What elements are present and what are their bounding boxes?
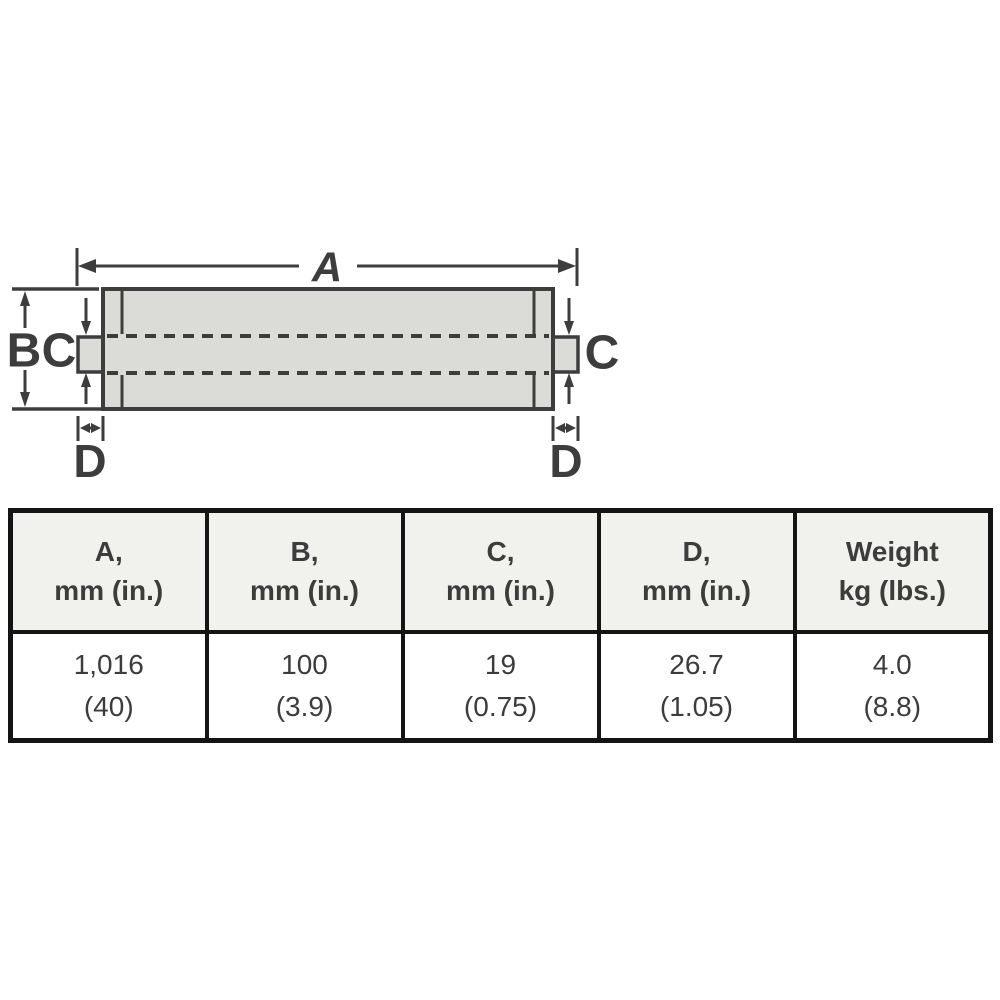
dimension-d-left: D	[73, 416, 107, 487]
col-header-c-line2: mm (in.)	[446, 574, 555, 606]
value-cell-weight: 4.0 (8.8)	[792, 630, 993, 743]
value-a-mm: 1,016	[73, 649, 144, 680]
dimension-c-left: C	[42, 298, 91, 404]
spec-table-header-row: A, mm (in.) B, mm (in.) C, mm (in.) D, m…	[8, 508, 993, 634]
col-header-b-line1: B,	[290, 535, 319, 567]
value-b-in: (3.9)	[275, 691, 334, 722]
dim-d-left-arrow-right-icon	[91, 423, 101, 433]
value-cell-d: 26.7 (1.05)	[596, 630, 797, 743]
dim-label-b: B	[7, 325, 42, 378]
value-c-in: (0.75)	[463, 691, 538, 722]
shaft-centerlines	[107, 334, 549, 375]
dim-label-c-left: C	[42, 325, 77, 378]
dim-a-arrow-left-icon	[78, 259, 96, 273]
col-header-c: C, mm (in.)	[400, 508, 601, 634]
dim-c-left-arrow-up-icon	[81, 373, 91, 387]
value-cell-c: 19 (0.75)	[400, 630, 601, 743]
value-weight-kg: 4.0	[872, 649, 912, 680]
col-header-weight: Weight kg (lbs.)	[792, 508, 993, 634]
roller-diagram-svg: A	[7, 244, 620, 488]
spec-table: A, mm (in.) B, mm (in.) C, mm (in.) D, m…	[8, 508, 993, 743]
dimension-a: A	[75, 244, 579, 291]
roller-dimension-diagram: A	[0, 228, 650, 490]
col-header-d-line2: mm (in.)	[642, 574, 751, 606]
col-header-a: A, mm (in.)	[8, 508, 209, 634]
end-cap-lines	[120, 291, 536, 407]
dim-d-right-arrow-right-icon	[566, 423, 576, 433]
shaft-stub-left	[76, 335, 106, 374]
dim-label-c-right: C	[585, 327, 620, 380]
value-c-mm: 19	[484, 649, 517, 680]
dim-a-arrow-right-icon	[558, 259, 576, 273]
col-header-weight-line1: Weight	[845, 535, 939, 567]
dim-label-d-left: D	[73, 435, 106, 487]
col-header-b-line2: mm (in.)	[250, 574, 359, 606]
roller-assembly	[76, 287, 580, 411]
dim-label-d-right: D	[549, 435, 582, 487]
dim-d-left-arrow-left-icon	[80, 423, 90, 433]
shaft-stub-right	[550, 335, 580, 374]
dimension-b: B	[7, 287, 103, 411]
roller-body	[101, 287, 555, 411]
col-header-a-line2: mm (in.)	[54, 574, 164, 606]
value-b-mm: 100	[281, 649, 328, 680]
value-cell-b: 100 (3.9)	[204, 630, 405, 743]
dim-c-left-arrow-down-icon	[81, 321, 91, 335]
value-d-in: (1.05)	[659, 691, 734, 722]
col-header-d-line1: D,	[682, 535, 711, 567]
col-header-b: B, mm (in.)	[204, 508, 405, 634]
dim-b-arrow-down-icon	[20, 392, 30, 407]
dim-d-right-arrow-left-icon	[555, 423, 565, 433]
value-cell-a: 1,016 (40)	[8, 630, 209, 743]
dim-c-right-arrow-down-icon	[564, 321, 574, 335]
col-header-d: D, mm (in.)	[596, 508, 797, 634]
dim-label-a: A	[311, 244, 342, 291]
spec-table-value-row: 1,016 (40) 100 (3.9) 19 (0.75) 26.7 (1.0…	[8, 630, 993, 743]
value-a-in: (40)	[83, 691, 134, 722]
dim-c-right-arrow-up-icon	[564, 373, 574, 387]
value-weight-lbs: (8.8)	[863, 691, 922, 722]
value-d-mm: 26.7	[669, 649, 724, 680]
col-header-c-line1: C,	[486, 535, 515, 567]
col-header-a-line1: A,	[94, 535, 123, 567]
dimension-c-right: C	[564, 298, 619, 404]
dimension-d-right: D	[549, 416, 583, 487]
dim-b-arrow-up-icon	[20, 291, 30, 306]
col-header-weight-line2: kg (lbs.)	[838, 574, 946, 606]
